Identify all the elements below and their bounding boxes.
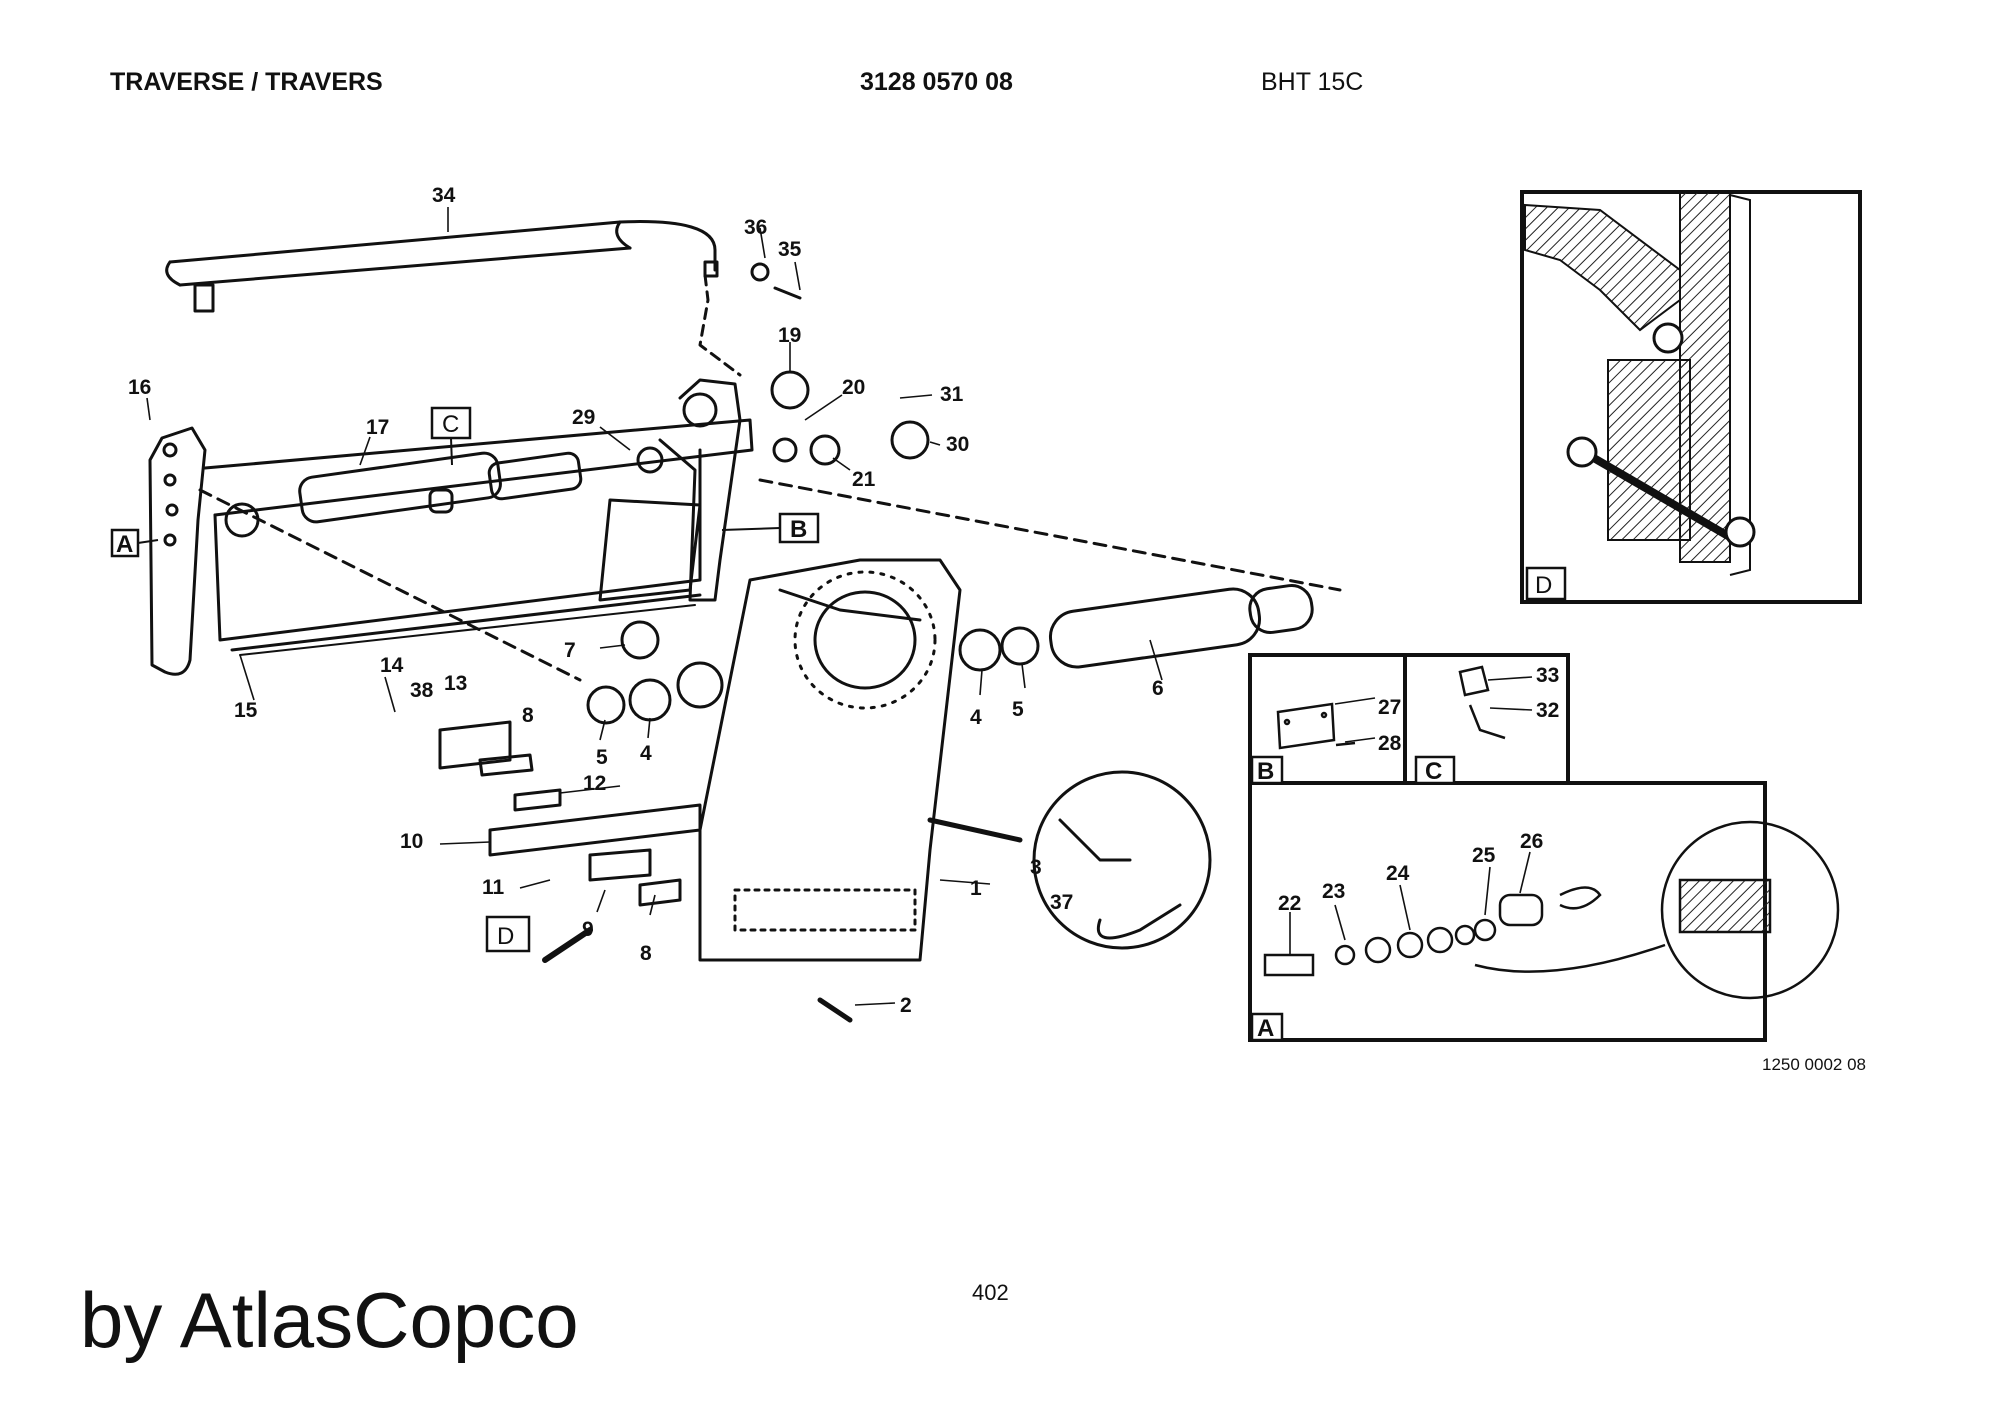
part-label-28: 28 (1378, 732, 1402, 755)
detail-panel-bc (1248, 653, 1570, 785)
callout-tag-b: B (790, 516, 807, 543)
bushing-4-right (958, 628, 1002, 672)
part-label-1: 1 (970, 877, 982, 900)
page-number: 402 (972, 1280, 1009, 1305)
part-label-11: 11 (482, 876, 505, 899)
tilt-bracket (598, 378, 742, 602)
detail-tag-a: A (1257, 1015, 1274, 1042)
brand-watermark: by AtlasCopco (80, 1276, 579, 1364)
mounting-plate-1 (698, 558, 962, 962)
model-label: BHT 15C (1261, 68, 1364, 96)
part-label-20: 20 (842, 376, 865, 399)
part-label-35: 35 (778, 238, 802, 261)
part-label-25: 25 (1472, 844, 1496, 867)
part-label-8: 8 (522, 704, 534, 727)
part-label-2: 2 (900, 994, 912, 1017)
washer-29 (636, 446, 664, 474)
tube-6 (1048, 583, 1314, 669)
part-label-6: 6 (1152, 677, 1164, 700)
page-title: TRAVERSE / TRAVERS (110, 68, 383, 96)
seal-5-right (1000, 626, 1040, 666)
part-label-15: 15 (234, 699, 258, 722)
part-label-17: 17 (366, 416, 389, 439)
part-label-36: 36 (744, 216, 767, 239)
guard-bar-34 (165, 220, 719, 313)
end-plate (148, 426, 207, 676)
part-label-24: 24 (1386, 862, 1410, 885)
part-label-5b: 5 (1012, 698, 1024, 721)
detail-zoom-circle (1032, 770, 1212, 950)
seal-5 (586, 685, 626, 725)
part-label-22: 22 (1278, 892, 1301, 915)
bushing-4 (628, 678, 672, 722)
part-label-9: 9 (582, 918, 594, 941)
part-label-37: 37 (1050, 891, 1073, 914)
figure-reference: 1250 0002 08 (1762, 1055, 1866, 1074)
detail-tag-c: C (1425, 758, 1442, 785)
detail-panel-d: D (1520, 190, 1862, 604)
detail-tag-b: B (1257, 758, 1274, 785)
part-label-4: 4 (640, 742, 652, 765)
part-label-26: 26 (1520, 830, 1543, 853)
part-label-19: 19 (778, 324, 801, 347)
callout-tag-d: D (497, 923, 514, 950)
part-label-32: 32 (1536, 699, 1559, 722)
wear-strips (438, 720, 702, 907)
part-label-3: 3 (1030, 856, 1042, 879)
part-label-12: 12 (583, 772, 606, 795)
hydraulic-cylinder-17 (224, 451, 583, 538)
bushing-20 (809, 434, 841, 466)
part-label-30: 30 (946, 433, 969, 456)
part-label-16: 16 (128, 376, 151, 399)
part-label-8b: 8 (640, 942, 652, 965)
part-label-13: 13 (444, 672, 467, 695)
part-label-33: 33 (1536, 664, 1559, 687)
part-label-14: 14 (380, 654, 404, 677)
collar-30 (890, 420, 930, 460)
washer-36 (750, 262, 770, 282)
bushing-21 (772, 437, 798, 463)
seal-19 (770, 370, 810, 410)
document-number: 3128 0570 08 (860, 68, 1013, 96)
callout-tag-a: A (116, 531, 133, 558)
part-label-10: 10 (400, 830, 423, 853)
bushing-7 (620, 620, 660, 660)
part-label-5: 5 (596, 746, 608, 769)
part-label-38: 38 (410, 679, 434, 702)
part-label-23: 23 (1322, 880, 1345, 903)
part-label-34: 34 (432, 184, 456, 207)
part-label-29: 29 (572, 406, 595, 429)
part-label-7: 7 (564, 639, 576, 662)
part-label-27: 27 (1378, 696, 1401, 719)
part-label-21: 21 (852, 468, 876, 491)
part-label-4b: 4 (970, 706, 982, 729)
detail-tag-d: D (1535, 572, 1552, 599)
part-label-31: 31 (940, 383, 964, 406)
callout-tag-c: C (442, 411, 459, 438)
